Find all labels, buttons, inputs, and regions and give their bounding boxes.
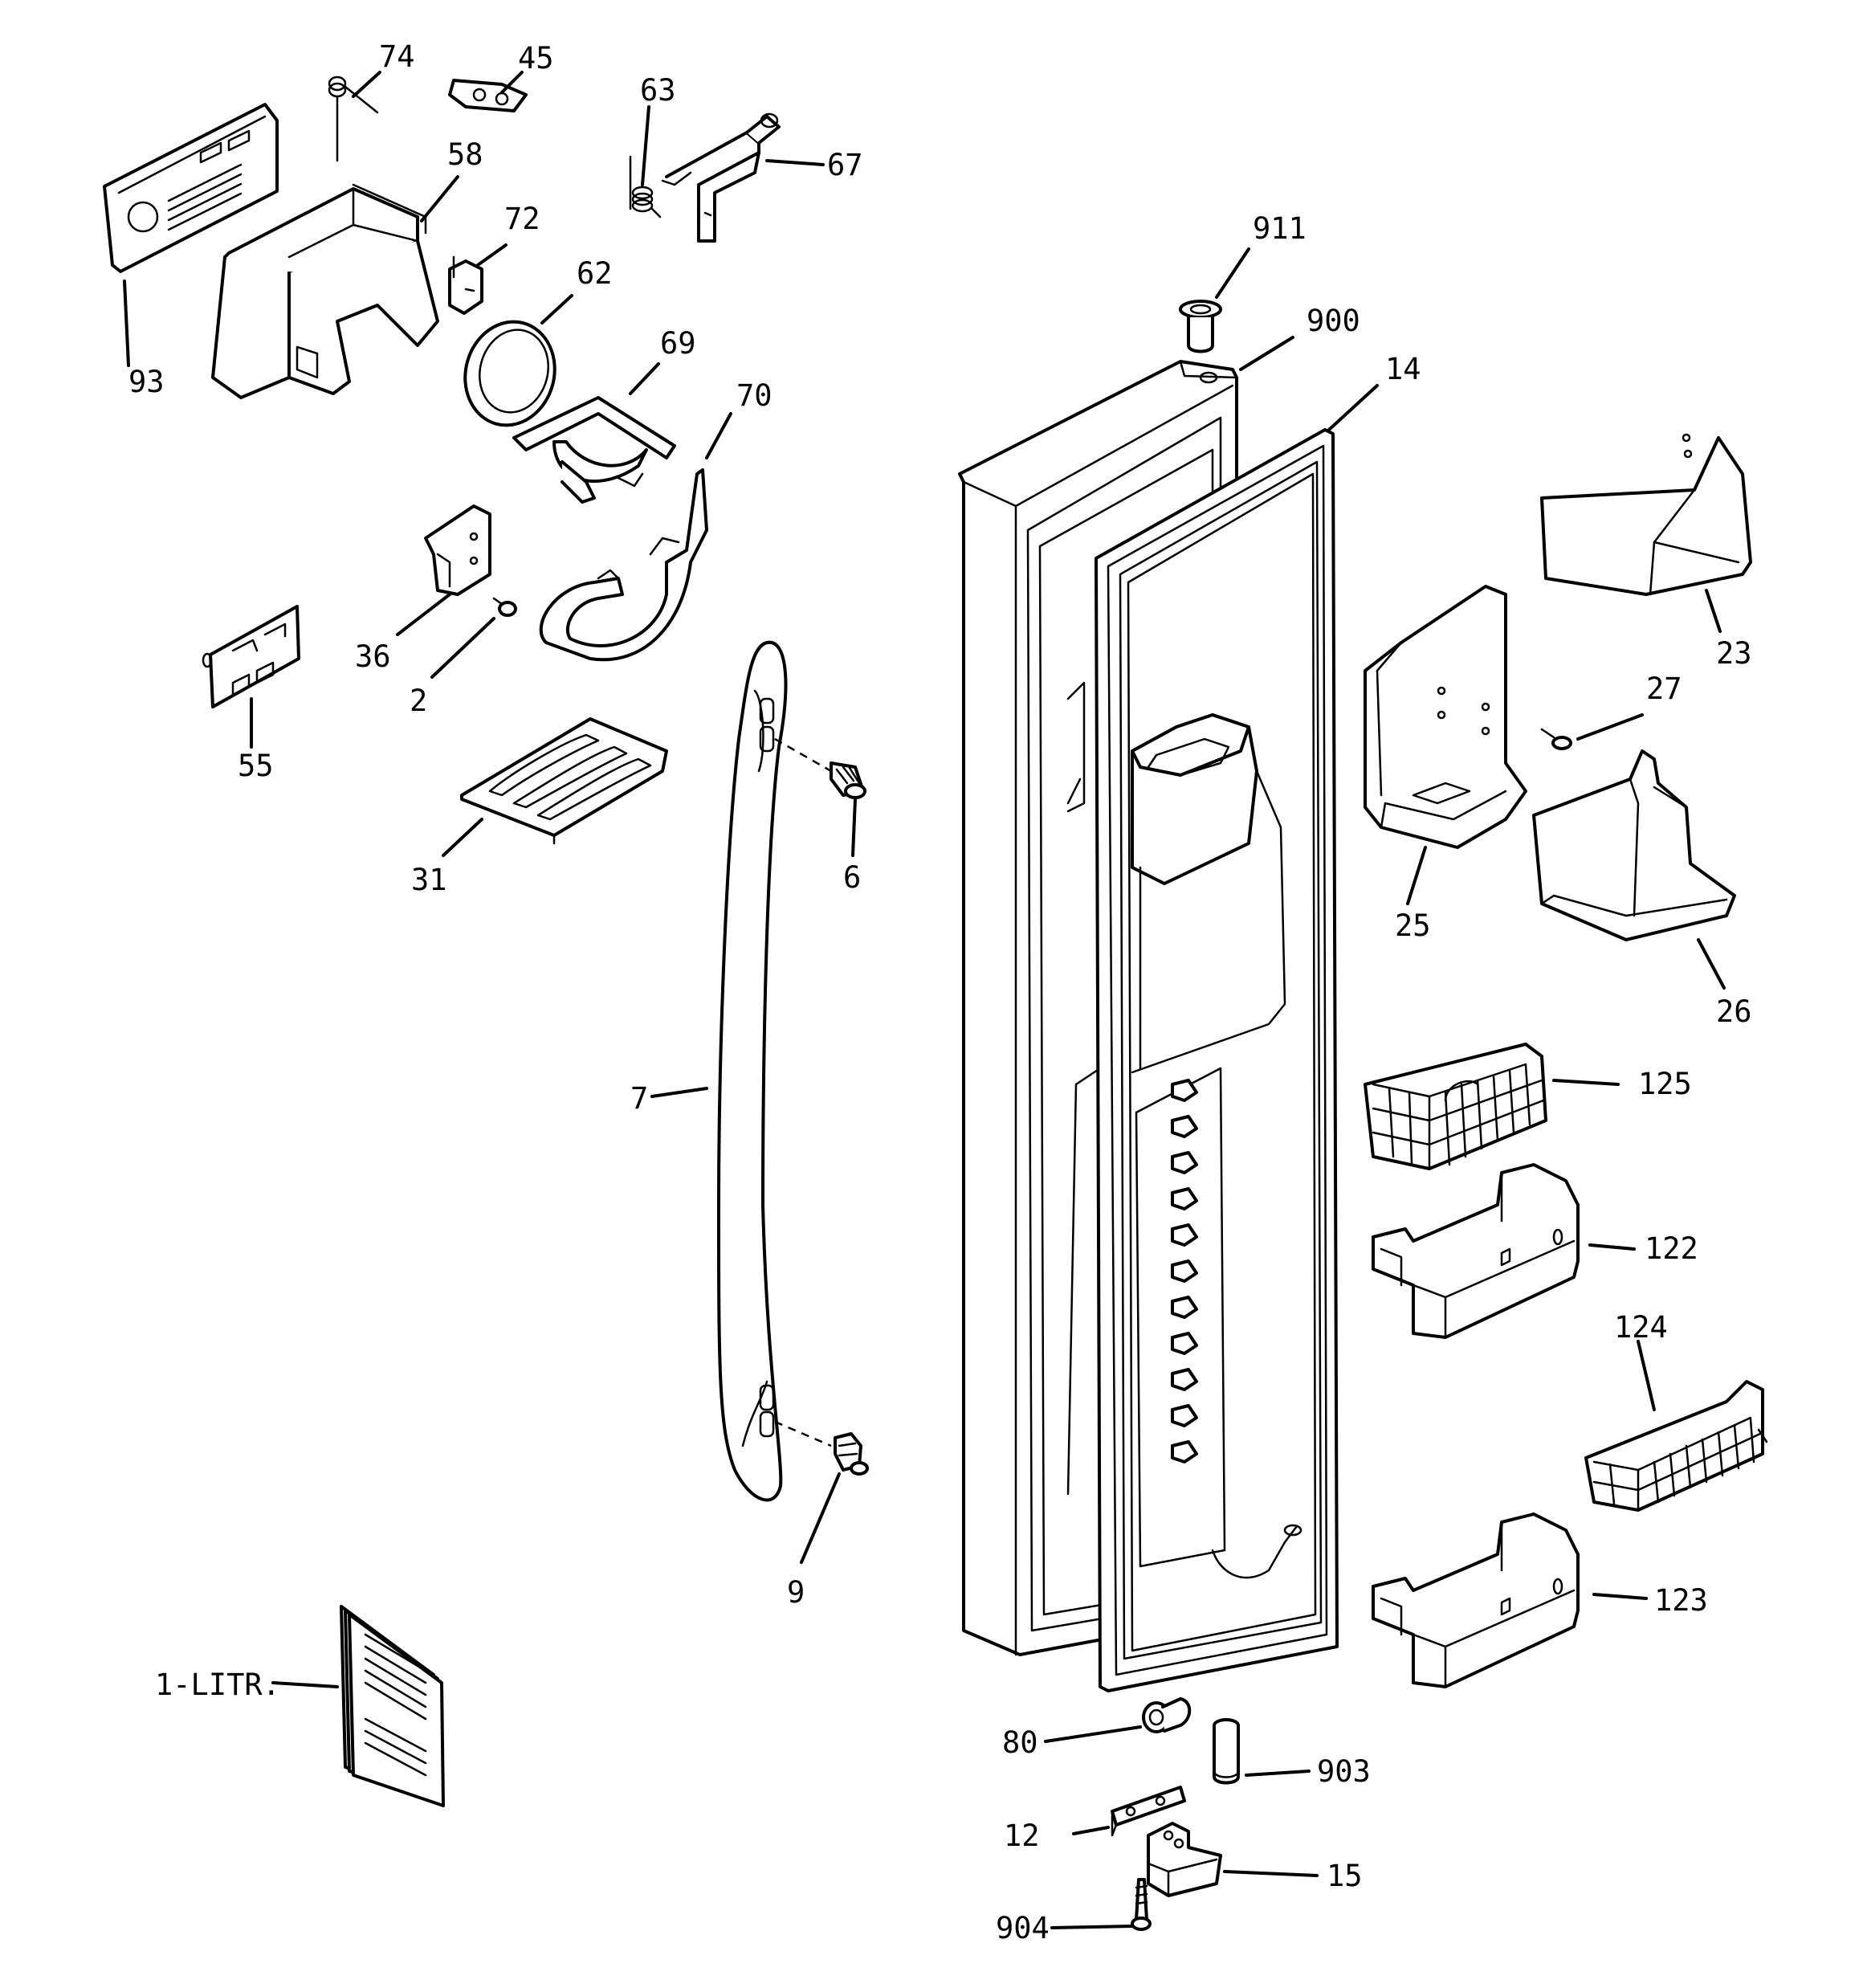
callout-123: 123 <box>1654 1583 1708 1618</box>
part-62-ring[interactable] <box>454 312 566 435</box>
callout-23: 23 <box>1716 636 1752 671</box>
callout-70: 70 <box>736 378 773 413</box>
part-7-handle[interactable] <box>717 640 832 1502</box>
part-26-bin[interactable] <box>1532 749 1736 941</box>
part-123-bin[interactable] <box>1372 1512 1580 1688</box>
callout-122: 122 <box>1645 1231 1698 1266</box>
part-45-bracket[interactable] <box>448 79 528 112</box>
part-80-bushing[interactable] <box>1142 1697 1192 1733</box>
callout-labels: 74 45 63 67 58 72 62 911 93 69 900 70 14… <box>128 39 1752 1945</box>
callout-9: 9 <box>787 1575 805 1610</box>
part-55-switch-board[interactable] <box>202 605 300 708</box>
door-shelf-rail-clips <box>1171 1079 1198 1463</box>
callout-1-litr: 1-LITR. <box>155 1668 280 1702</box>
callout-93: 93 <box>128 365 165 399</box>
callout-63: 63 <box>640 73 676 108</box>
part-14-door-gasket[interactable] <box>1095 428 1339 1692</box>
callout-58: 58 <box>447 137 483 172</box>
part-903-hinge-pin[interactable] <box>1213 1718 1240 1785</box>
callout-12: 12 <box>1004 1819 1040 1853</box>
part-74-spring[interactable] <box>328 76 379 162</box>
door-dispenser-cavity <box>1131 713 1286 1568</box>
part-911-bushing[interactable] <box>1179 300 1222 353</box>
part-63-spring[interactable] <box>629 155 662 218</box>
callout-62: 62 <box>577 256 613 291</box>
callout-27: 27 <box>1646 672 1682 706</box>
callout-67: 67 <box>827 148 863 182</box>
part-2-screw[interactable] <box>492 597 517 617</box>
part-70-actuator-arm[interactable] <box>539 468 708 662</box>
callout-31: 31 <box>411 863 447 897</box>
callout-904: 904 <box>996 1911 1050 1945</box>
callout-45: 45 <box>518 41 554 76</box>
part-125-wire-basket[interactable] <box>1364 1043 1547 1170</box>
part-904-screw[interactable] <box>1131 1878 1152 1931</box>
callout-6: 6 <box>843 860 861 895</box>
callout-14: 14 <box>1385 352 1421 386</box>
part-15-hinge[interactable] <box>1147 1822 1222 1897</box>
part-36-bracket[interactable] <box>424 504 491 596</box>
leader-lines <box>123 71 1726 1929</box>
callout-80: 80 <box>1002 1725 1038 1760</box>
callout-72: 72 <box>504 202 540 236</box>
part-67-solenoid[interactable] <box>661 112 781 243</box>
part-93-control-panel[interactable] <box>103 103 279 273</box>
callout-903: 903 <box>1317 1754 1371 1789</box>
callout-36: 36 <box>355 639 391 674</box>
callout-7: 7 <box>630 1081 648 1116</box>
callout-900: 900 <box>1307 304 1360 338</box>
part-6-screw[interactable] <box>830 761 866 799</box>
part-9-screw[interactable] <box>834 1432 869 1476</box>
callout-125: 125 <box>1638 1067 1692 1101</box>
callout-55: 55 <box>238 749 274 783</box>
part-1-litr-literature[interactable] <box>340 1605 445 1807</box>
part-58-dispenser-housing[interactable] <box>211 183 439 399</box>
callout-25: 25 <box>1395 908 1431 943</box>
part-31-drip-tray[interactable] <box>460 717 668 845</box>
part-69-funnel[interactable] <box>512 396 676 504</box>
door-inner-liner <box>1066 681 1102 1496</box>
callout-2: 2 <box>410 684 427 718</box>
part-25-dispenser-bin[interactable] <box>1364 585 1527 849</box>
callout-69: 69 <box>660 326 696 361</box>
callout-26: 26 <box>1716 994 1752 1029</box>
part-12-hinge-shim[interactable] <box>1111 1786 1186 1837</box>
door-wire-harness <box>1211 1524 1302 1579</box>
callout-74: 74 <box>379 39 415 74</box>
callout-124: 124 <box>1614 1310 1668 1345</box>
part-23-bin-cover[interactable] <box>1540 433 1752 596</box>
part-124-wire-basket[interactable] <box>1584 1380 1768 1512</box>
part-122-bin[interactable] <box>1372 1163 1580 1339</box>
callout-15: 15 <box>1327 1859 1363 1893</box>
part-27-screw[interactable] <box>1540 728 1572 750</box>
callout-911: 911 <box>1253 211 1307 246</box>
part-72-micro-switch[interactable] <box>448 255 483 315</box>
